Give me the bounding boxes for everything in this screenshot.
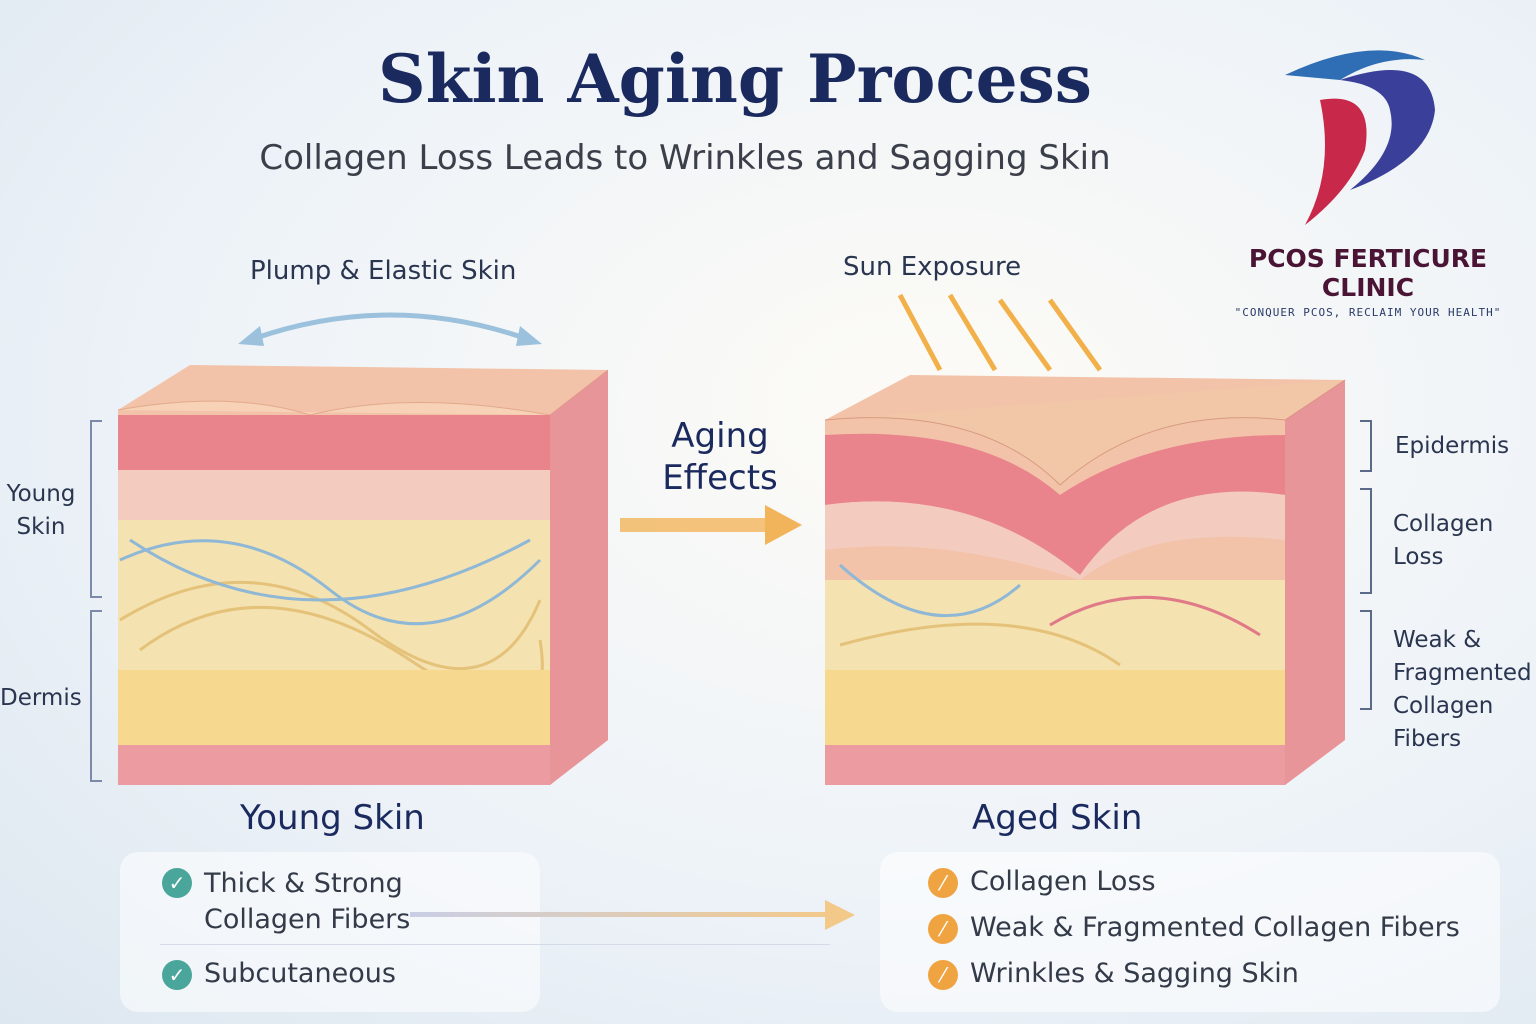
sun-exposure-label: Sun Exposure [843, 252, 1022, 282]
page-title: Skin Aging Process [378, 40, 1092, 118]
young-point-item: ✓Subcutaneous [162, 958, 396, 990]
clinic-name: PCOS FERTICURE CLINIC [1248, 244, 1488, 302]
young-point-item: ✓Thick & Strong Collagen Fibers [162, 866, 422, 938]
check-icon: ✓ [162, 868, 192, 898]
aged-point-item: ⁄Collagen Loss [928, 866, 1156, 898]
aged-skin-illustration [824, 375, 1346, 785]
plump-label: Plump & Elastic Skin [250, 256, 517, 286]
dermis-side-label: Dermis [0, 685, 82, 711]
young-skin-illustration [117, 365, 609, 785]
clinic-tagline: "CONQUER PCOS, RECLAIM YOUR HEALTH" [1234, 306, 1502, 319]
warning-icon: ⁄ [928, 960, 958, 990]
page-subtitle: Collagen Loss Leads to Wrinkles and Sagg… [259, 138, 1111, 178]
aged-point-item: ⁄Wrinkles & Sagging Skin [928, 958, 1299, 990]
aging-arrow-icon [620, 505, 802, 545]
aged-point-item: ⁄Weak & Fragmented Collagen Fibers [928, 912, 1460, 944]
check-icon: ✓ [162, 960, 192, 990]
young-skin-side-label: Young Skin [6, 481, 76, 540]
clinic-logo: PCOS FERTICURE CLINIC "CONQUER PCOS, REC… [1200, 40, 1536, 319]
warning-icon: ⁄ [928, 914, 958, 944]
fragmented-fibers-label: Weak & Fragmented Collagen Fibers [1393, 627, 1532, 752]
logo-mark-icon [1285, 50, 1435, 225]
elastic-arrow-icon [238, 312, 542, 346]
young-skin-caption: Young Skin [240, 798, 425, 838]
sun-rays-icon [897, 293, 1103, 372]
aged-points-panel [880, 852, 1500, 1012]
epidermis-label: Epidermis [1395, 433, 1510, 459]
aged-skin-caption: Aged Skin [972, 798, 1143, 838]
warning-icon: ⁄ [928, 868, 958, 898]
collagen-loss-label: Collagen Loss [1393, 511, 1494, 570]
aging-effects-label: Aging Effects [662, 416, 778, 498]
comparison-arrow-icon [410, 900, 855, 930]
